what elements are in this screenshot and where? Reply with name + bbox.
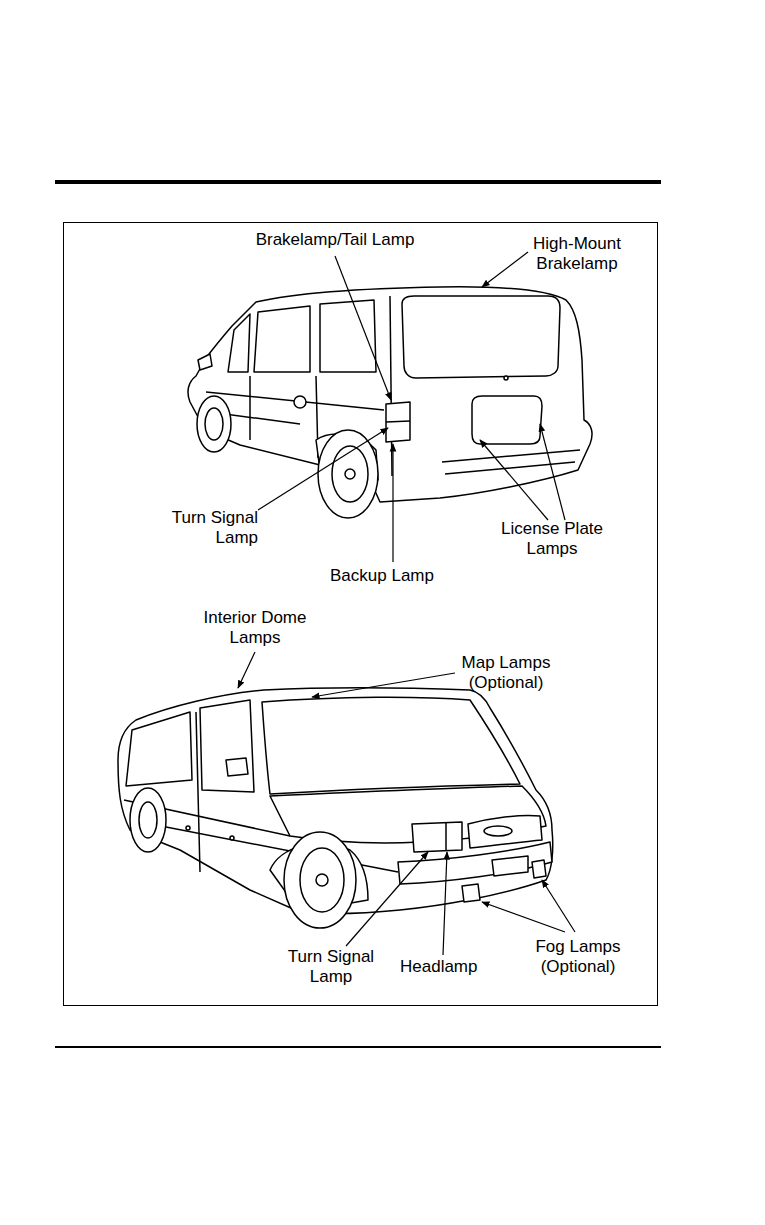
part-label: Map Lamps (Optional)	[455, 653, 557, 693]
leader-line	[238, 652, 255, 688]
part-label: Brakelamp/Tail Lamp	[230, 230, 440, 250]
leader-line	[392, 444, 393, 562]
bottom-rule	[55, 1046, 661, 1048]
leader-line	[312, 673, 455, 697]
leader-line	[346, 852, 428, 946]
leader-line	[482, 252, 528, 287]
part-label: Interior Dome Lamps	[193, 608, 317, 648]
part-label: Turn Signal Lamp	[160, 508, 258, 548]
part-label: License Plate Lamps	[493, 519, 611, 559]
leader-line	[480, 440, 548, 520]
part-label: High-Mount Brakelamp	[524, 234, 630, 274]
part-label: Headlamp	[400, 957, 500, 977]
leader-line	[482, 902, 565, 932]
leader-lines	[238, 252, 575, 955]
top-rule	[55, 180, 661, 184]
leader-line	[542, 880, 575, 932]
part-label: Backup Lamp	[330, 566, 460, 586]
front-van-drawing	[118, 688, 553, 928]
leader-line	[335, 256, 391, 400]
leader-line	[258, 428, 388, 510]
leader-line	[443, 852, 447, 955]
rear-van-drawing	[188, 287, 592, 518]
part-label: Fog Lamps (Optional)	[526, 937, 630, 977]
part-label: Turn Signal Lamp	[280, 947, 382, 987]
figure-frame	[64, 223, 658, 1006]
leader-line	[540, 424, 565, 520]
